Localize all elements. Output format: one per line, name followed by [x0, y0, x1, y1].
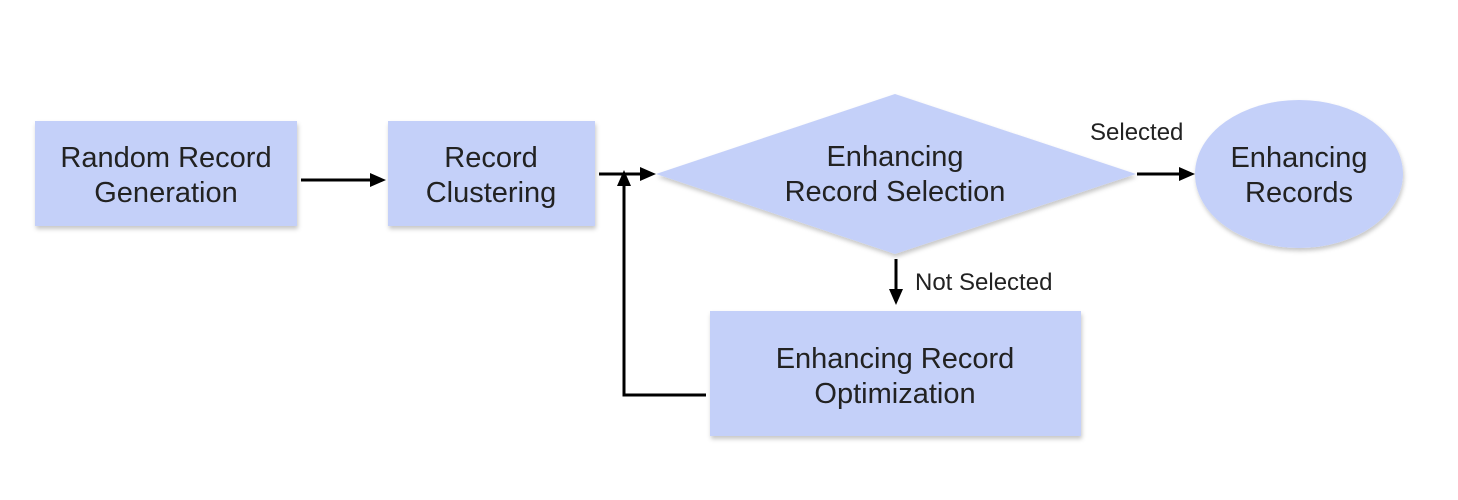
process-box	[388, 121, 595, 226]
arrowhead	[640, 167, 656, 181]
node-label-line1: Enhancing Record	[776, 343, 1015, 375]
node-enhancing-record-selection: Enhancing Record Selection	[656, 94, 1136, 254]
process-box	[710, 311, 1081, 436]
node-label-line2: Records	[1245, 177, 1353, 209]
arrowhead	[1179, 167, 1195, 181]
edge-generation-to-clustering	[301, 173, 386, 187]
node-label-line2: Optimization	[814, 378, 975, 410]
edge-label-not-selected: Not Selected	[915, 269, 1052, 296]
edge-line	[622, 184, 706, 397]
node-label-line2: Generation	[94, 177, 238, 209]
node-label-line1: Record	[444, 142, 538, 174]
node-label-line2: Clustering	[426, 177, 557, 209]
decision-diamond	[656, 94, 1136, 254]
terminal-ellipse	[1195, 100, 1403, 248]
node-enhancing-records: Enhancing Records	[1195, 100, 1403, 248]
node-record-clustering: Record Clustering	[388, 121, 595, 226]
arrowhead	[889, 289, 903, 305]
node-label-line1: Enhancing	[826, 141, 963, 173]
edge-label-selected: Selected	[1090, 119, 1183, 146]
node-label-line1: Random Record	[60, 142, 271, 174]
process-box	[35, 121, 297, 226]
node-enhancing-record-optimization: Enhancing Record Optimization	[710, 311, 1081, 436]
edge-selection-to-optimization: Not Selected	[889, 259, 1052, 305]
edge-selection-to-records: Selected	[1090, 119, 1195, 181]
node-random-record-generation: Random Record Generation	[35, 121, 297, 226]
arrowhead	[370, 173, 386, 187]
edge-optimization-loop-back	[617, 170, 706, 397]
node-label-line1: Enhancing	[1230, 142, 1367, 174]
arrowhead	[617, 170, 631, 186]
edge-clustering-to-selection	[599, 167, 656, 181]
node-label-line2: Record Selection	[785, 176, 1006, 208]
